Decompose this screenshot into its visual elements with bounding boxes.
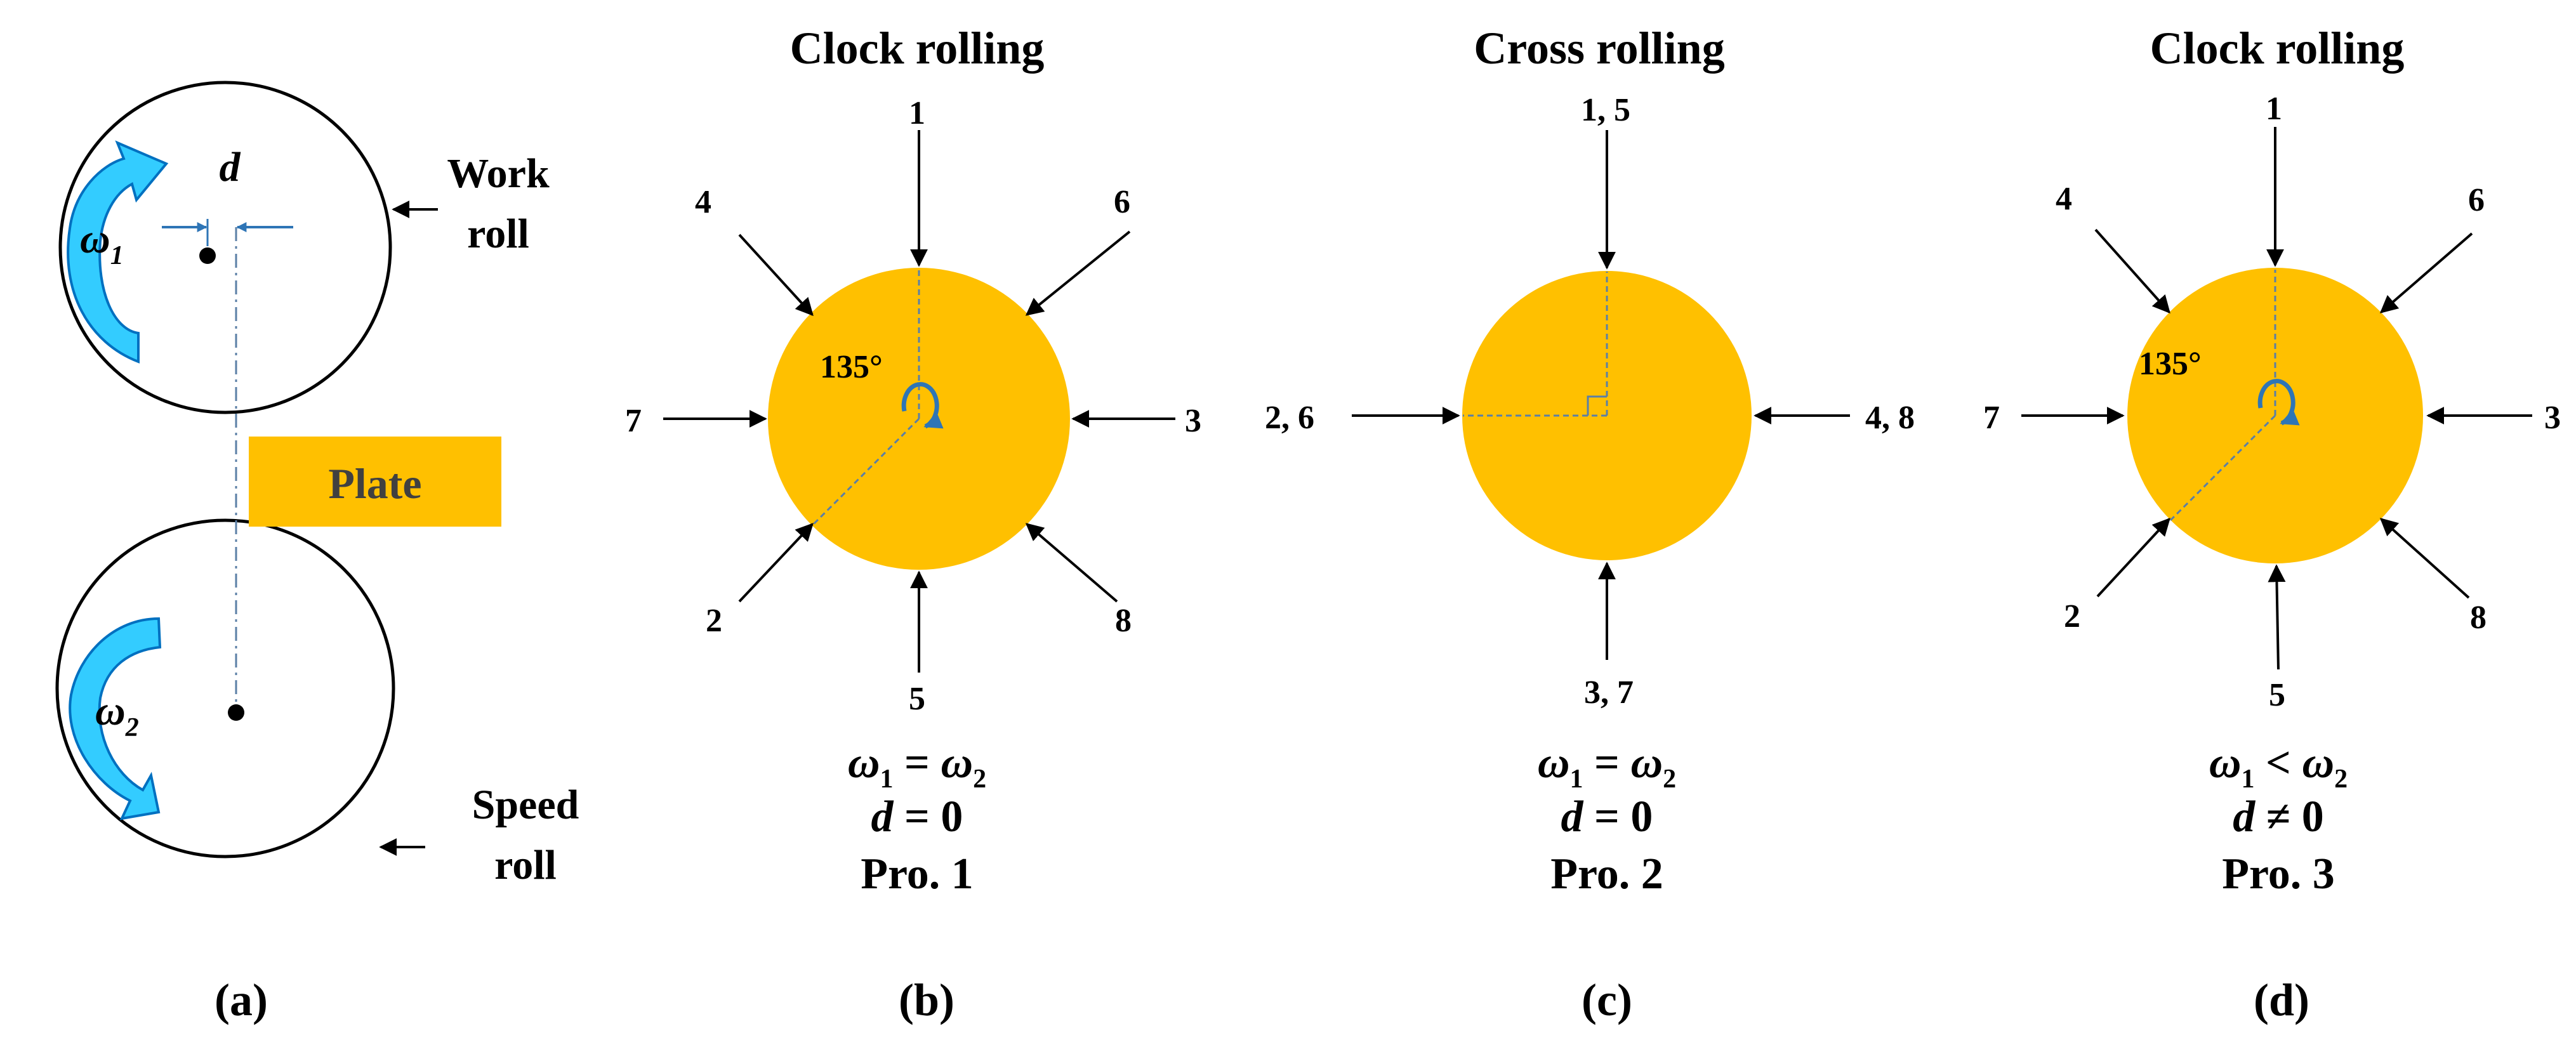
panel-d-arrow-2: [2096, 517, 2170, 598]
panel-c-title: Cross rolling: [1474, 23, 1724, 74]
speed-roll: [55, 518, 395, 858]
caption-d: (d): [2254, 975, 2309, 1025]
panel-b-angle: 135°: [820, 349, 883, 385]
panel-d-label-7: 7: [1983, 400, 2000, 436]
panel-d-label-3: 3: [2544, 400, 2561, 436]
panel-c-eq-offset: d = 0: [1561, 792, 1653, 841]
panel-d-title: Clock rolling: [2150, 23, 2405, 74]
panel-d-label-8: 8: [2470, 600, 2487, 636]
speed-roll-rotation-arrow: [69, 617, 162, 820]
panel-b-eq-omega: ω1 = ω2: [848, 739, 986, 794]
panel-b-label-2: 2: [706, 603, 722, 639]
panel-d-label-2: 2: [2064, 598, 2080, 634]
panel-b-label-7: 7: [625, 403, 642, 439]
panel-b-guide-diagonal: [811, 418, 920, 527]
panel-d-guide-diagonal: [2169, 414, 2276, 522]
panel-b-label-3: 3: [1185, 403, 1201, 439]
panel-b-rotation-icon: [901, 382, 944, 429]
panel-b-title: Clock rolling: [790, 23, 1045, 74]
caption-a: (a): [215, 975, 268, 1025]
plate-label: Plate: [328, 459, 421, 508]
panel-b-arrow-8: [1025, 523, 1118, 603]
panel-b-process: Pro. 1: [861, 850, 974, 898]
work-roll-center: [199, 247, 216, 264]
offset-symbol: d: [220, 144, 241, 190]
panel-b-label-8: 8: [1115, 603, 1132, 639]
panel-c-label-top: 1, 5: [1581, 92, 1630, 128]
caption-b: (b): [899, 975, 954, 1025]
panel-b-arrow-6: [1025, 230, 1131, 316]
plate: [249, 437, 501, 527]
panel-d-arrow-8: [2379, 518, 2470, 599]
panel-d-process: Pro. 3: [2222, 850, 2335, 898]
panel-b-arrow-2: [738, 522, 814, 603]
omega2-label: ω2: [95, 688, 139, 742]
speed-roll-center: [228, 704, 244, 721]
panel-c-label-bottom: 3, 7: [1584, 674, 1634, 711]
panel-a: d ω1 ω2 Work roll Plate Speed roll (a): [55, 81, 579, 1025]
panel-d-label-5: 5: [2269, 677, 2285, 713]
panel-b-eq-offset: d = 0: [871, 792, 963, 841]
panel-d-angle: 135°: [2139, 346, 2202, 382]
panel-b-label-1: 1: [909, 95, 925, 131]
speed-roll-label-line1: Speed: [472, 782, 579, 828]
panel-d-arrow-6: [2379, 232, 2473, 313]
work-roll-label-line2: roll: [467, 211, 529, 257]
work-roll-rotation-arrow: [67, 140, 169, 364]
panel-b-label-6: 6: [1114, 184, 1130, 220]
panel-d-label-6: 6: [2468, 182, 2485, 218]
panel-d-arrow-5: [2268, 564, 2286, 670]
panel-c-label-left: 2, 6: [1265, 400, 1314, 436]
panel-d-rotation-icon: [2257, 379, 2300, 426]
omega1-label: ω1: [80, 216, 124, 270]
panel-c-label-right: 4, 8: [1865, 400, 1915, 436]
panel-d-label-4: 4: [2056, 181, 2072, 217]
panel-d-eq-omega: ω1 < ω2: [2209, 739, 2348, 794]
panel-d: Clock rolling 135° 1 6 4 7 3 2 5 8 ω1 < …: [1983, 23, 2561, 1025]
panel-c-process: Pro. 2: [1550, 850, 1663, 898]
caption-c: (c): [1582, 975, 1632, 1025]
speed-roll-label-line2: roll: [494, 842, 557, 888]
panel-d-label-1: 1: [2266, 91, 2282, 127]
panel-b: Clock rolling 135° 1 6 4 7 3 2 5 8 ω1 = …: [625, 23, 1201, 1025]
panel-c-right-angle-mark: [1587, 395, 1607, 416]
panel-c: Cross rolling 1, 5 2, 6 4, 8 3, 7 ω1 = ω…: [1265, 23, 1915, 1025]
panel-d-arrow-4: [2094, 228, 2170, 314]
panel-b-arrow-4: [738, 233, 814, 317]
panel-d-eq-offset: d ≠ 0: [2233, 792, 2323, 841]
panel-c-eq-omega: ω1 = ω2: [1538, 739, 1676, 794]
work-roll-label-line1: Work: [447, 150, 550, 197]
panel-b-label-4: 4: [695, 184, 711, 220]
panel-b-label-5: 5: [909, 681, 925, 717]
